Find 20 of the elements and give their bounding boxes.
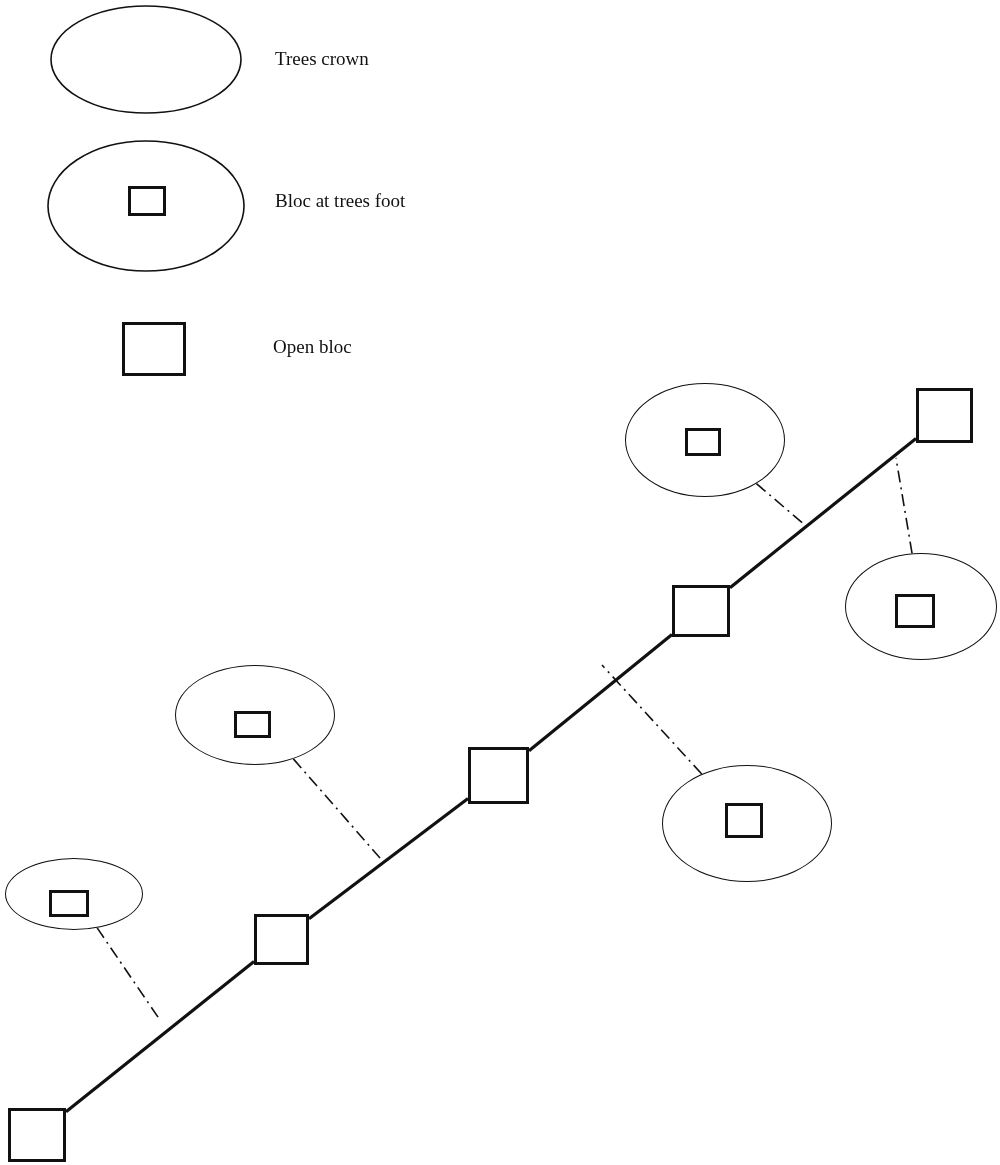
legend-text: Open bloc: [273, 336, 352, 358]
bloc-square: [8, 1108, 66, 1162]
legend-text: Bloc at trees foot: [275, 190, 406, 212]
bloc-square: [916, 388, 973, 443]
leader-line: [601, 664, 703, 775]
leader-line: [895, 457, 913, 555]
bloc-square: [234, 711, 271, 738]
bloc-square: [895, 594, 935, 628]
bloc-square: [685, 428, 721, 456]
leader-line: [292, 758, 381, 859]
path-line: [308, 797, 469, 920]
path-line: [528, 633, 673, 752]
bloc-square: [725, 803, 763, 838]
path-line: [65, 960, 255, 1114]
bloc-square: [672, 585, 730, 637]
path-line: [729, 437, 917, 589]
bloc-square: [468, 747, 529, 804]
bloc-square: [49, 890, 89, 917]
bloc-square: [254, 914, 309, 965]
legend-text: Trees crown: [275, 48, 369, 70]
